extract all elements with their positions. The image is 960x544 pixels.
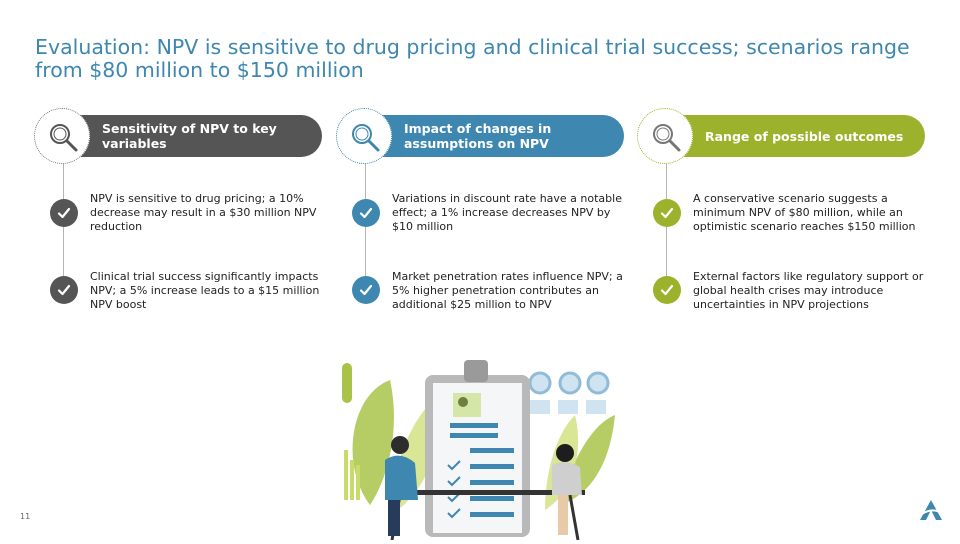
column-item: Variations in discount rate have a notab… — [392, 192, 622, 233]
column-heading: Sensitivity of NPV to key variables — [68, 115, 322, 157]
column-impact: Impact of changes in assumptions on NPV … — [336, 108, 626, 328]
column-connector-line — [666, 164, 667, 298]
checkmark-icon — [50, 199, 78, 227]
column-connector-line — [63, 164, 64, 298]
magnifier-icon — [34, 108, 90, 164]
clipboard-meeting-illustration — [330, 355, 630, 544]
column-item: NPV is sensitive to drug pricing; a 10% … — [90, 192, 317, 233]
column-item: External factors like regulatory support… — [693, 270, 924, 311]
checkmark-icon — [352, 199, 380, 227]
column-heading: Range of possible outcomes — [671, 115, 925, 157]
column-item: Market penetration rates influence NPV; … — [392, 270, 623, 311]
checkmark-icon — [653, 276, 681, 304]
column-sensitivity: Sensitivity of NPV to key variables NPV … — [34, 108, 324, 328]
checkmark-icon — [653, 199, 681, 227]
page-title: Evaluation: NPV is sensitive to drug pri… — [35, 35, 910, 82]
column-item: Clinical trial success significantly imp… — [90, 270, 320, 311]
column-heading: Impact of changes in assumptions on NPV — [370, 115, 624, 157]
magnifier-icon — [637, 108, 693, 164]
column-connector-line — [365, 164, 366, 298]
column-outcomes: Range of possible outcomes A conservativ… — [637, 108, 927, 328]
page-number: 11 — [20, 512, 31, 521]
checkmark-icon — [352, 276, 380, 304]
checkmark-icon — [50, 276, 78, 304]
column-item: A conservative scenario suggests a minim… — [693, 192, 916, 233]
magnifier-icon — [336, 108, 392, 164]
company-logo-icon — [918, 498, 944, 528]
